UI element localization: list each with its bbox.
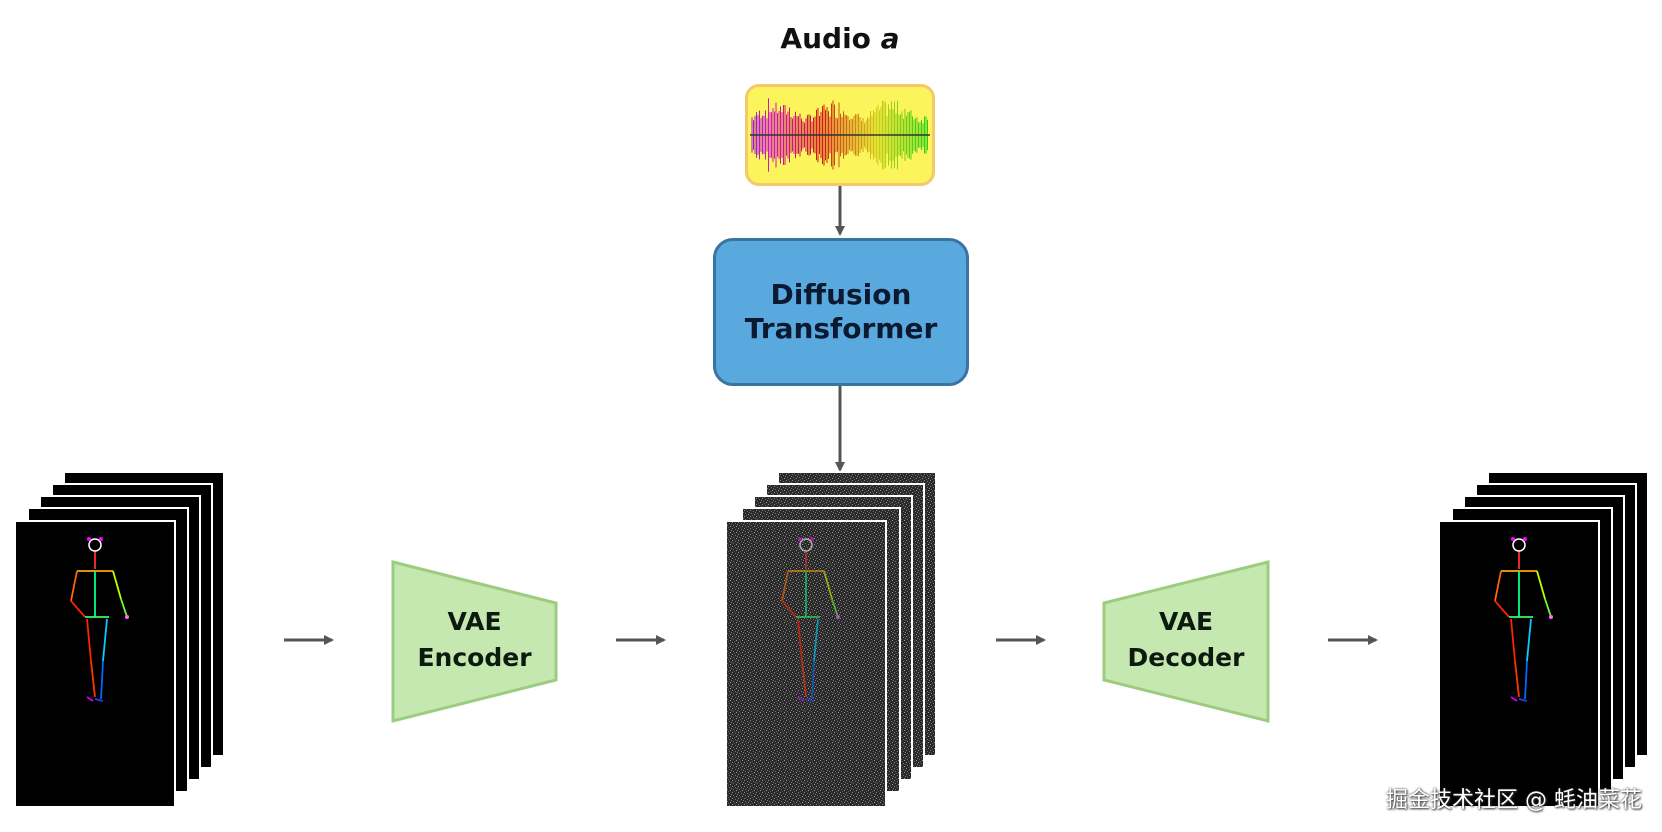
pose-joint	[810, 537, 814, 541]
pose-joint	[798, 537, 802, 541]
pose-joint	[1549, 615, 1553, 619]
pose-limb	[1518, 698, 1528, 702]
pose-head	[799, 538, 813, 552]
pose-limb	[112, 570, 122, 600]
pose-joint	[1511, 537, 1515, 541]
pose-limb	[797, 618, 803, 662]
pose-limb	[1510, 696, 1518, 702]
diffusion-label-line1: Diffusion	[770, 278, 912, 311]
pose-limb	[86, 618, 92, 662]
input-pose-frames	[14, 471, 225, 808]
pose-limb	[70, 600, 86, 618]
pose-limb	[781, 600, 797, 618]
pose-limb	[1544, 598, 1552, 618]
noisy-latent-frames	[725, 471, 937, 808]
pose-limb	[823, 570, 833, 600]
pose-head	[88, 538, 102, 552]
pose-limb	[1514, 660, 1520, 698]
pose-limb	[805, 698, 815, 702]
pose-limb	[1536, 570, 1546, 600]
pose-limb	[100, 660, 104, 700]
pose-limb	[811, 660, 815, 700]
pose-joint	[125, 615, 129, 619]
pose-limb	[801, 660, 807, 698]
pose-head	[1512, 538, 1526, 552]
pose-limb	[813, 618, 819, 662]
vae-encoder-shape	[391, 560, 558, 723]
faint-pose-skeleton-icon	[781, 537, 840, 702]
pose-limb	[94, 698, 104, 702]
diffusion-transformer-box: Diffusion Transformer	[713, 238, 969, 386]
pose-limb	[781, 570, 789, 602]
pose-skeleton-icon	[1494, 537, 1553, 702]
pose-limb	[70, 570, 78, 602]
pose-limb	[1524, 660, 1528, 700]
pose-limb	[120, 598, 128, 618]
pose-limb	[102, 618, 108, 662]
pose-limb	[1494, 570, 1502, 602]
audio-title: Audio a	[780, 22, 900, 55]
pose-limb	[86, 696, 94, 702]
diffusion-label-line2: Transformer	[744, 312, 938, 345]
audio-waveform-icon	[750, 98, 930, 172]
pose-joint	[1523, 537, 1527, 541]
watermark: 掘金技术社区 @ 蚝油菜花	[1386, 788, 1642, 813]
pose-joint	[87, 537, 91, 541]
pose-skeleton-icon	[70, 537, 129, 702]
vae-decoder-label: VAE Decoder	[1127, 607, 1245, 672]
pose-limb	[90, 660, 96, 698]
pose-joint	[99, 537, 103, 541]
vae-encoder-label: VAE Encoder	[417, 607, 532, 672]
pose-joint	[836, 615, 840, 619]
pose-limb	[797, 696, 805, 702]
audio-waveform-box	[745, 84, 935, 186]
output-pose-frames	[1438, 471, 1649, 808]
pose-limb	[1526, 618, 1532, 662]
pose-limb	[1510, 618, 1516, 662]
pose-limb	[831, 598, 839, 618]
vae-decoder-shape	[1102, 560, 1270, 723]
pose-limb	[1494, 600, 1510, 618]
